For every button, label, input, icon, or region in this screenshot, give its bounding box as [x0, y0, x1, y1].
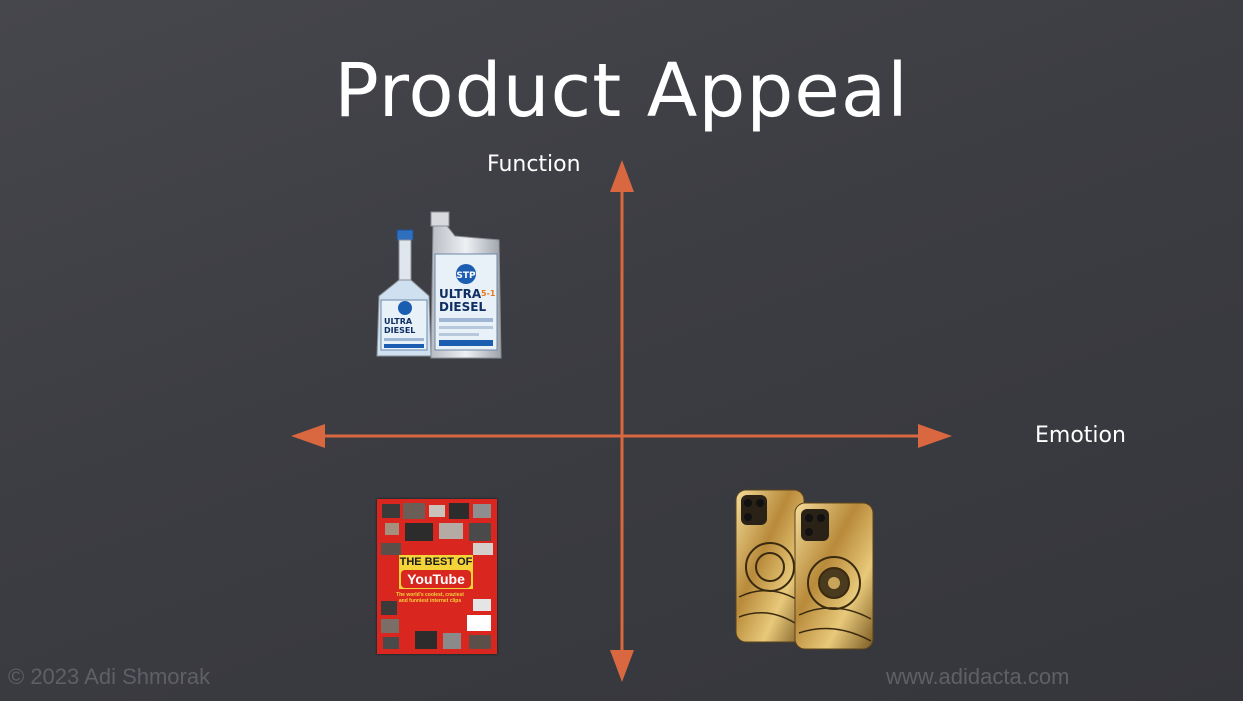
down-arrowhead: [610, 650, 634, 682]
left-arrowhead: [291, 424, 325, 448]
stp-logo-text: STP: [456, 271, 476, 281]
right-arrowhead: [918, 424, 952, 448]
book-title-line2: YouTube: [401, 570, 471, 588]
svg-text:DIESEL: DIESEL: [384, 326, 415, 335]
website-text: www.adidacta.com: [886, 664, 1070, 689]
book-tagline: The world's coolest, craziest and funnie…: [396, 592, 464, 604]
youtube-book-image: THE BEST OF YouTube The world's coolest,…: [377, 499, 497, 654]
x-axis-label: Emotion: [1035, 423, 1126, 448]
svg-text:ULTRA: ULTRA: [439, 287, 482, 301]
luxury-phone-icon: [735, 489, 874, 650]
svg-text:5-1: 5-1: [481, 289, 496, 298]
diesel-additive-image: STP ULTRA DIESEL 5-1 ULTRA DIESEL: [376, 211, 502, 359]
y-axis-label: Function: [487, 152, 581, 177]
slide-title: Product Appeal: [334, 48, 909, 134]
svg-text:DIESEL: DIESEL: [439, 300, 486, 314]
copyright-text: © 2023 Adi Shmorak: [8, 664, 211, 689]
svg-text:ULTRA: ULTRA: [384, 317, 413, 326]
book-title-line1: THE BEST OF: [399, 556, 473, 568]
up-arrowhead: [610, 160, 634, 192]
